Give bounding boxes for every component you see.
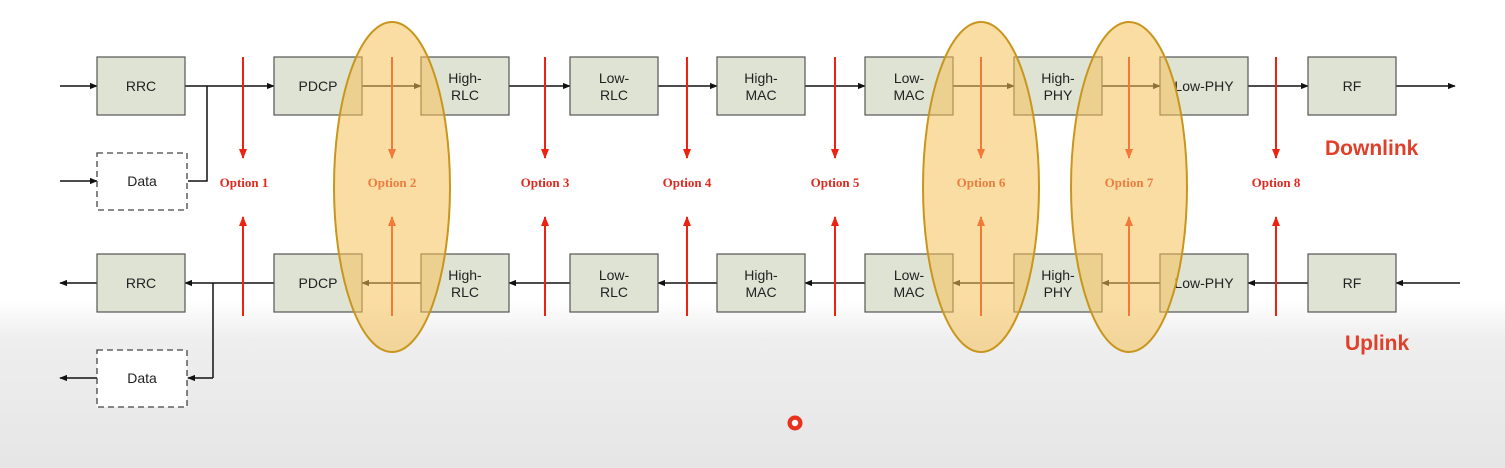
downlink-block-rf: RF [1307,56,1397,116]
connector-line [188,86,208,182]
downlink-label: Downlink [1325,137,1419,160]
downlink-block-rrc: RRC [96,56,186,116]
uplink-block-high-mac: High-MAC [716,253,806,313]
option-6-highlight [922,21,1040,353]
block-label: PDCP [299,275,338,291]
block-label: High- [1041,267,1075,283]
uplink-block-low-rlc: Low-RLC [569,253,659,313]
block-label: RRC [126,275,156,291]
highlight-layer [333,21,1188,353]
block-label: RLC [451,87,479,103]
block-label: RLC [600,87,628,103]
block-label: Low- [599,70,630,86]
block-label: RF [1343,275,1362,291]
block-label: High- [1041,70,1075,86]
block-label: Low- [894,267,925,283]
block-label: High- [744,70,778,86]
connector-layer [59,82,1460,382]
block-label: High- [448,267,482,283]
option-2-highlight [333,21,451,353]
option-8-label: Option 8 [1252,175,1301,190]
option-7-highlight [1070,21,1188,353]
block-label: PDCP [299,78,338,94]
block-label: Low- [599,267,630,283]
block-label: Low- [894,70,925,86]
uplink-block-rrc: RRC [96,253,186,313]
downlink-block-low-rlc: Low-RLC [569,56,659,116]
block-label: RF [1343,78,1362,94]
block-label: MAC [893,284,924,300]
uplink-label: Uplink [1345,332,1409,355]
data-block-uplink: Data [96,349,188,408]
block-label: RLC [600,284,628,300]
option-3-label: Option 3 [521,175,570,190]
data-block-label: Data [127,173,157,189]
block-label: MAC [745,87,776,103]
data-block-downlink: Data [96,152,188,211]
block-label: PHY [1044,284,1073,300]
option-4-label: Option 4 [663,175,712,190]
block-label: MAC [745,284,776,300]
downlink-block-high-mac: High-MAC [716,56,806,116]
block-label: Low-PHY [1174,78,1234,94]
block-label: MAC [893,87,924,103]
data-block-label: Data [127,370,157,386]
option-1-label: Option 1 [220,175,269,190]
option-5-label: Option 5 [811,175,860,190]
uplink-block-rf: RF [1307,253,1397,313]
block-label: PHY [1044,87,1073,103]
block-label: High- [744,267,778,283]
pointer-indicator [787,415,803,431]
block-label: Low-PHY [1174,275,1234,291]
block-label: RLC [451,284,479,300]
block-label: High- [448,70,482,86]
block-label: RRC [126,78,156,94]
